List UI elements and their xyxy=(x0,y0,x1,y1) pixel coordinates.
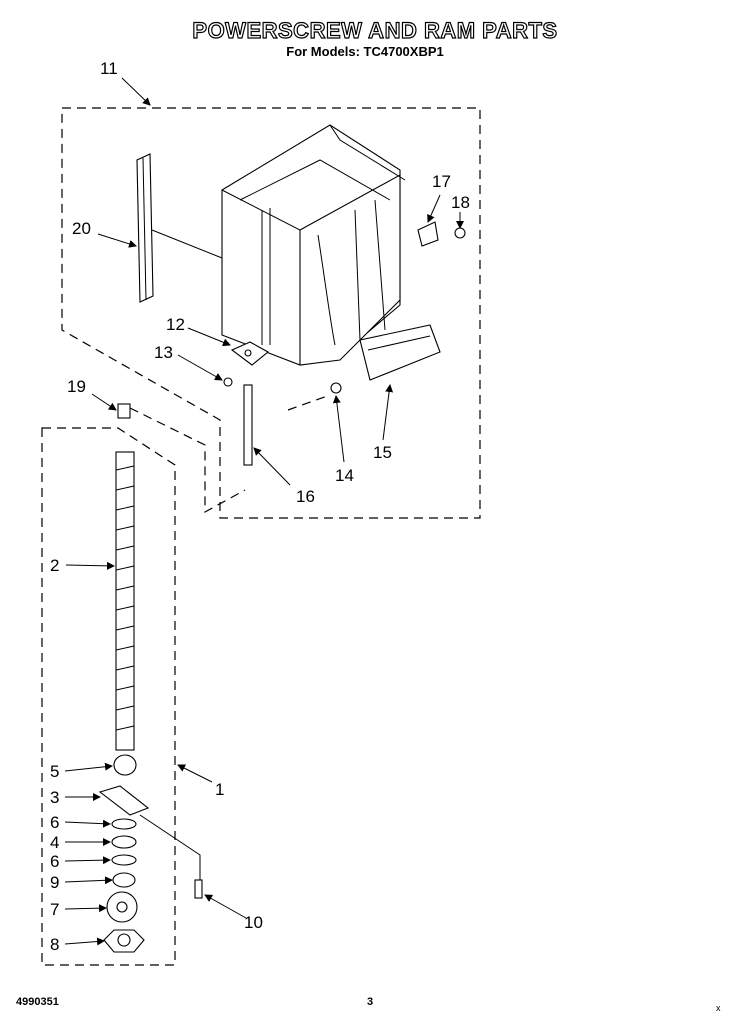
page-title: POWERSCREW AND RAM PARTS xyxy=(192,17,558,43)
bracket-part-17 xyxy=(417,221,439,247)
plate-part-3 xyxy=(98,785,150,816)
callout-2: 2 xyxy=(50,556,59,575)
nut-part-13 xyxy=(223,377,233,387)
model-subtitle: For Models: TC4700XBP1 xyxy=(286,44,444,59)
bracket-part-15 xyxy=(359,324,441,381)
callout-6-upper: 6 xyxy=(50,813,59,832)
ram-housing xyxy=(221,124,406,366)
callout-18: 18 xyxy=(451,193,470,212)
callout-1: 1 xyxy=(215,780,224,799)
callout-3: 3 xyxy=(50,788,59,807)
callout-19: 19 xyxy=(67,377,86,396)
callout-4: 4 xyxy=(50,833,59,852)
powerscrew-part-2 xyxy=(115,451,135,751)
page-number: 3 xyxy=(367,996,374,1008)
link-part-12 xyxy=(230,341,269,366)
bearing-part-4 xyxy=(111,835,137,849)
screw-part-18 xyxy=(454,227,466,239)
callout-9: 9 xyxy=(50,873,59,892)
callout-10: 10 xyxy=(244,913,263,932)
screw-part-14 xyxy=(330,382,342,394)
rod-part-16 xyxy=(243,384,253,466)
callout-13: 13 xyxy=(154,343,173,362)
spacer-part-9 xyxy=(112,872,136,888)
sprocket-part-7 xyxy=(106,891,138,923)
powerscrew-assembly-group-box xyxy=(41,427,176,966)
callout-11: 11 xyxy=(100,59,118,78)
connector-dashed-line xyxy=(129,407,246,514)
callout-15: 15 xyxy=(373,443,392,462)
callout-20: 20 xyxy=(72,219,91,238)
callout-6-lower: 6 xyxy=(50,852,59,871)
callout-14: 14 xyxy=(335,466,354,485)
callout-5: 5 xyxy=(50,762,59,781)
bearing-part-5 xyxy=(113,754,137,776)
callout-12: 12 xyxy=(166,315,185,334)
callout-17: 17 xyxy=(432,172,451,191)
corner-mark: x xyxy=(716,1003,721,1013)
nut-part-8 xyxy=(103,929,145,953)
washer-part-6-lower xyxy=(111,854,137,866)
cap-part-19 xyxy=(117,403,131,419)
callout-16: 16 xyxy=(296,487,315,506)
callout-7: 7 xyxy=(50,900,59,919)
side-rail-part-20 xyxy=(136,153,223,303)
connector-dashed-line-2 xyxy=(287,394,331,411)
document-number: 4990351 xyxy=(16,996,59,1008)
screw-10-leader xyxy=(139,814,201,880)
screw-part-10 xyxy=(194,879,203,899)
callout-8: 8 xyxy=(50,935,59,954)
ram-assembly-group-box xyxy=(61,107,481,519)
washer-part-6-upper xyxy=(111,818,137,830)
